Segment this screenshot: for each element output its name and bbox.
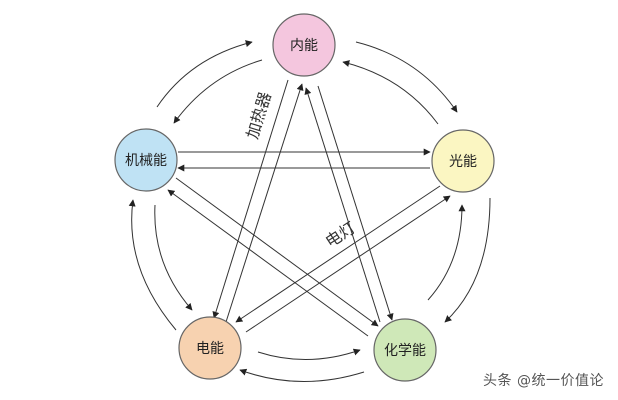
arrow-internal-to-electric	[212, 79, 289, 319]
arrow-electric-to-chemical	[257, 348, 361, 361]
node-circle-electric	[178, 316, 242, 380]
arrow-light-to-internal	[342, 60, 439, 125]
watermark: 头条 @统一价值论	[483, 373, 604, 389]
node-label-electric: 电能	[196, 341, 224, 357]
node-mechanical: 机械能	[114, 128, 178, 192]
arrow-mechanical-to-internal	[156, 40, 253, 108]
arrow-electric-to-internal	[225, 83, 304, 323]
arrow-light-to-chemical	[444, 197, 491, 323]
node-label-internal: 内能	[290, 38, 318, 54]
outer-arrows	[128, 40, 491, 382]
arrow-internal-to-light	[355, 41, 458, 113]
edge-label-heater: 加热器	[243, 90, 275, 141]
arrow-chemical-to-electric	[239, 368, 365, 382]
arrow-light-to-electric	[235, 185, 441, 323]
node-label-chemical: 化学能	[384, 343, 426, 359]
arrow-chemical-to-internal	[304, 87, 381, 323]
node-circle-mechanical	[114, 128, 178, 192]
node-internal: 内能	[272, 13, 336, 77]
node-label-mechanical: 机械能	[125, 153, 167, 169]
arrow-internal-to-chemical	[317, 85, 394, 321]
arrow-chemical-to-mechanical	[167, 189, 369, 337]
edge-label-lamp: 电灯	[322, 218, 359, 251]
arrow-electric-to-mechanical	[128, 199, 177, 331]
node-label-light: 光能	[449, 154, 477, 170]
arrow-mechanical-to-electric	[154, 204, 193, 311]
node-light: 光能	[431, 129, 495, 193]
arrow-chemical-to-light	[427, 204, 466, 301]
node-chemical: 化学能	[373, 318, 437, 382]
arrow-electric-to-light	[245, 195, 451, 333]
arrow-internal-to-mechanical	[173, 59, 263, 124]
node-circle-chemical	[373, 318, 437, 382]
node-electric: 电能	[178, 316, 242, 380]
inner-arrows	[167, 79, 451, 337]
arrow-mechanical-to-chemical	[175, 177, 379, 327]
node-circle-light	[431, 129, 495, 193]
node-circle-internal	[272, 13, 336, 77]
